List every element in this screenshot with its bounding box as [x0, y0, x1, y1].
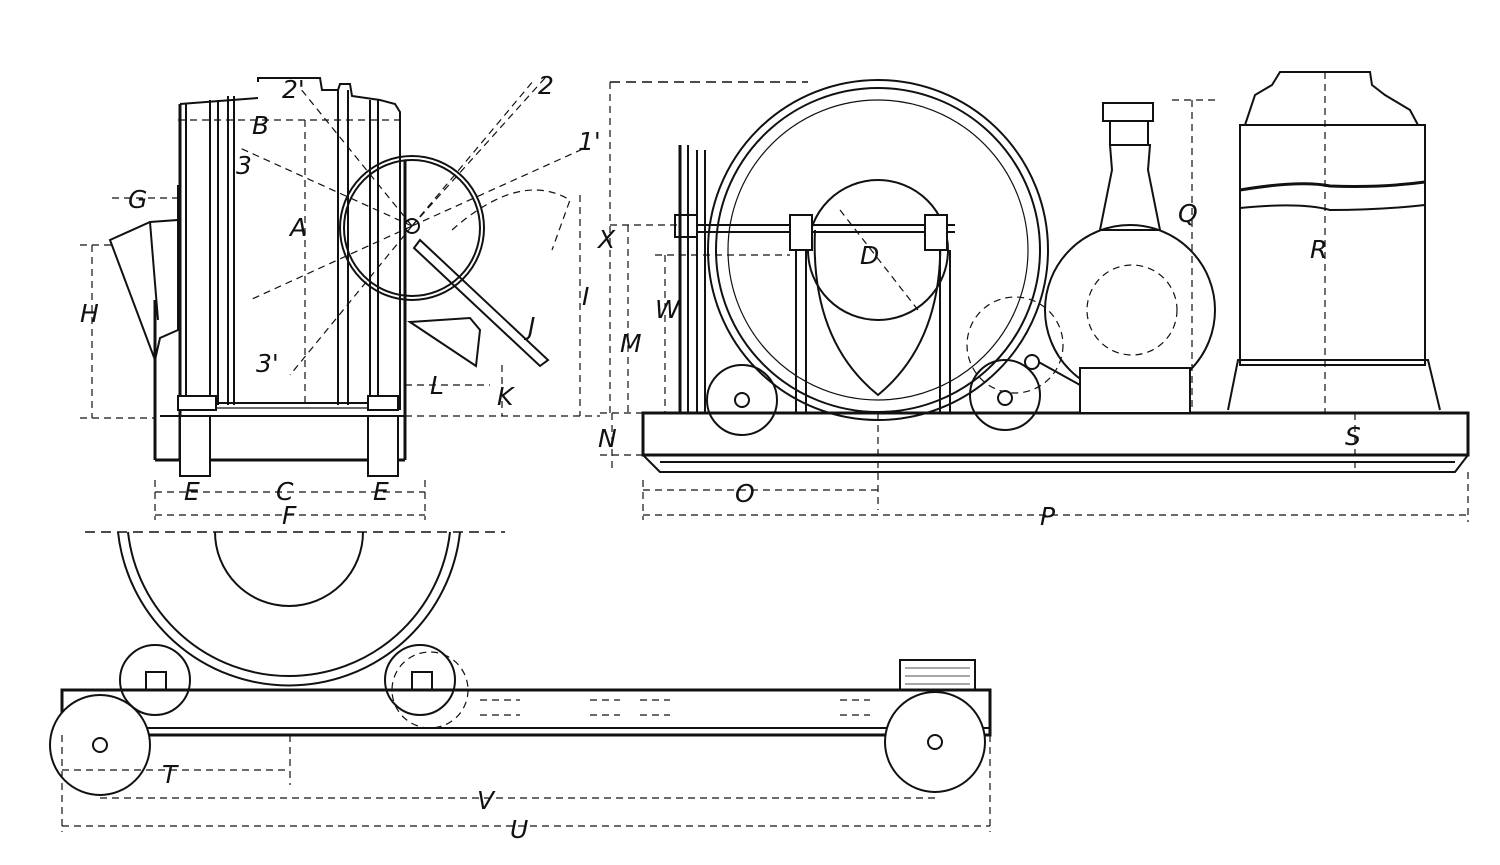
label-D: D	[860, 241, 879, 270]
label-C: C	[276, 477, 294, 506]
label-O: O	[735, 479, 755, 508]
label-H: H	[80, 299, 99, 328]
label-position-3-prime: 3'	[256, 349, 279, 378]
side-elevation	[600, 71, 1470, 522]
label-I: I	[582, 282, 589, 311]
label-N: N	[598, 424, 617, 453]
label-R: R	[1310, 235, 1327, 264]
label-K: K	[497, 382, 516, 411]
label-E-right: E	[373, 477, 389, 506]
label-L: L	[430, 371, 444, 400]
label-P: P	[1040, 502, 1056, 531]
label-X: X	[596, 225, 616, 254]
label-M: M	[620, 329, 642, 358]
dimension-labels: A B C D E E F G H I J K L M N O P Q R S …	[80, 71, 1361, 844]
label-S: S	[1345, 422, 1361, 451]
label-F: F	[282, 501, 297, 530]
label-B: B	[252, 111, 269, 140]
label-W: W	[655, 295, 681, 324]
label-position-2: 2	[538, 71, 554, 100]
label-Q: Q	[1178, 199, 1198, 228]
label-position-1-prime: 1'	[578, 127, 601, 156]
label-position-2-prime: 2'	[282, 75, 305, 104]
label-E-left: E	[184, 477, 200, 506]
label-U: U	[510, 815, 528, 844]
label-T: T	[162, 760, 179, 789]
label-G: G	[128, 185, 147, 214]
label-J: J	[523, 312, 535, 341]
label-position-3: 3	[236, 151, 252, 180]
end-view	[80, 77, 600, 520]
plan-view	[49, 531, 992, 832]
label-A: A	[288, 213, 307, 242]
label-V: V	[477, 786, 496, 815]
